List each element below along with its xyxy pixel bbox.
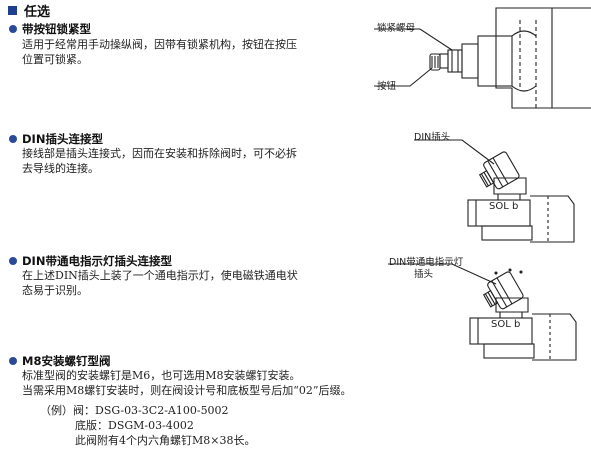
section-title-text: DIN带通电指示灯插头连接型 <box>22 254 172 268</box>
bullet-icon <box>9 357 17 365</box>
section-description: 标准型阀的安装螺钉是M6，也可选用M8安装螺钉安装。 当需采用M8螺钉安装时，则… <box>22 368 352 398</box>
callout-plug: 插头 <box>414 269 434 280</box>
section-title-m8-bolt: M8安装螺钉型阀 <box>9 353 110 369</box>
description-line: 当需采用M8螺钉安装时，则在阀设计号和底板型号后加“02”后缀。 <box>22 384 352 397</box>
sol-label: SOL b <box>489 201 519 212</box>
page-heading: 任选 <box>8 1 50 20</box>
example-line: 此阀附有4个内六角螺钉M8×38长。 <box>75 434 256 447</box>
section-title-push-button-lock: 带按钮锁紧型 <box>9 21 91 37</box>
description-line: 态易于识别。 <box>22 284 88 297</box>
section-description: 适用于经常用手动操纵阀，因带有锁紧机构，按钮在按压 位置可锁紧。 <box>22 37 297 67</box>
example-block: （例）阀：DSG-03-3C2-A100-5002 底版：DSGM-03-400… <box>40 403 255 448</box>
section-title-text: DIN插头连接型 <box>22 132 103 146</box>
callout-lock-nut: 锁紧螺母 <box>377 23 416 34</box>
description-line: 标准型阀的安装螺钉是M6，也可选用M8安装螺钉安装。 <box>22 369 301 382</box>
bullet-icon <box>9 257 17 265</box>
square-icon <box>8 6 17 15</box>
description-line: 适用于经常用手动操纵阀，因带有锁紧机构，按钮在按压 <box>22 38 297 51</box>
description-line: 去导线的连接。 <box>22 162 99 175</box>
callout-din-plug: DIN插头 <box>414 132 451 143</box>
section-title-din-plug-indicator: DIN带通电指示灯插头连接型 <box>9 253 172 269</box>
section-title-text: 带按钮锁紧型 <box>22 22 91 36</box>
description-line: 接线部是插头连接式，因而在安装和拆除阀时，可不必拆 <box>22 147 297 160</box>
section-description: 接线部是插头连接式，因而在安装和拆除阀时，可不必拆 去导线的连接。 <box>22 146 297 176</box>
page-heading-text: 任选 <box>24 5 51 20</box>
bullet-icon <box>9 135 17 143</box>
callout-push-button: 按钮 <box>377 81 397 92</box>
description-line: 位置可锁紧。 <box>22 53 88 66</box>
section-description: 在上述DIN插头上装了一个通电指示灯，使电磁铁通电状 态易于识别。 <box>22 268 298 298</box>
example-line: （例）阀：DSG-03-3C2-A100-5002 <box>40 404 229 417</box>
bullet-icon <box>9 25 17 33</box>
callout-din-plug-indicator: DIN带通电指示灯 <box>389 257 464 268</box>
sol-label: SOL b <box>491 319 521 330</box>
example-line: 底版：DSGM-03-4002 <box>75 419 194 432</box>
description-line: 在上述DIN插头上装了一个通电指示灯，使电磁铁通电状 <box>22 269 298 282</box>
section-title-din-plug: DIN插头连接型 <box>9 131 103 147</box>
section-title-text: M8安装螺钉型阀 <box>22 354 111 368</box>
